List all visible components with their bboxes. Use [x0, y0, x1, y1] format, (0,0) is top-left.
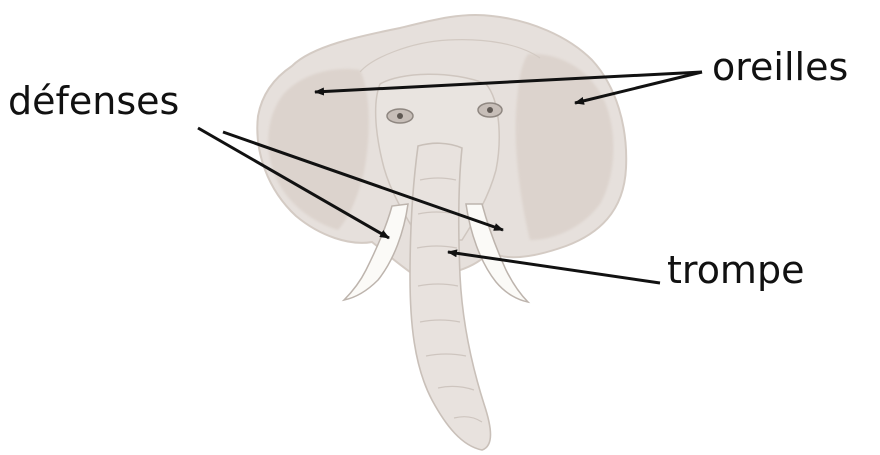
left-pupil: [397, 113, 403, 119]
trunk-arrow: [448, 252, 660, 283]
right-pupil: [487, 107, 493, 113]
label-trompe: trompe: [667, 251, 804, 289]
label-defenses: défenses: [8, 82, 179, 120]
label-oreilles: oreilles: [712, 48, 848, 86]
